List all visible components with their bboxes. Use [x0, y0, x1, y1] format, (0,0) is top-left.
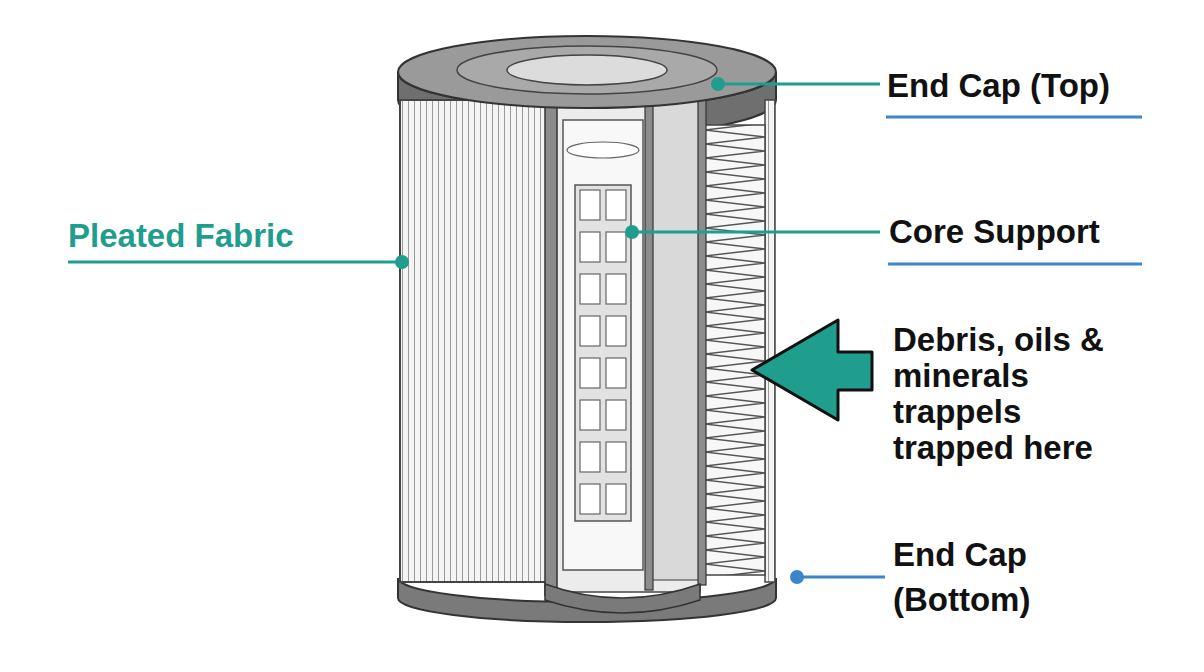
leader-dot — [711, 77, 725, 91]
label-underline — [886, 116, 1142, 119]
pleat-back — [648, 100, 700, 580]
callout-label: End Cap (Top) — [887, 66, 1110, 106]
pointer-arrow — [752, 320, 872, 420]
core-support-lattice — [575, 185, 631, 521]
label-underline — [888, 263, 1142, 266]
cut-edge-left — [545, 90, 557, 595]
callout-label: Pleated Fabric — [68, 216, 294, 256]
pleated-body-left — [400, 100, 548, 582]
leader-line — [68, 261, 402, 264]
top-cap-face — [398, 36, 776, 108]
leader-dot — [625, 225, 639, 239]
callout-label: End Cap (Bottom) — [893, 532, 1108, 622]
callout-label: Core Support — [889, 212, 1100, 252]
callout-label: Debris, oils & minerals trappels trapped… — [893, 322, 1143, 466]
leader-line — [632, 231, 880, 234]
leader-line — [797, 576, 885, 579]
leader-dot — [790, 570, 804, 584]
bottom-cap-section — [545, 584, 700, 613]
cut-edge-pleat — [698, 95, 706, 585]
top-cap-opening — [507, 55, 667, 85]
pleat-cross-section — [703, 125, 765, 575]
core-support-rim — [567, 142, 639, 158]
core-support-tube — [563, 120, 643, 570]
pleated-body-right — [765, 100, 775, 582]
cut-edge-right — [645, 90, 653, 590]
top-cap-ring — [457, 46, 717, 94]
leader-dot — [395, 255, 409, 269]
leader-line — [718, 83, 880, 86]
cutaway-interior — [548, 100, 700, 592]
